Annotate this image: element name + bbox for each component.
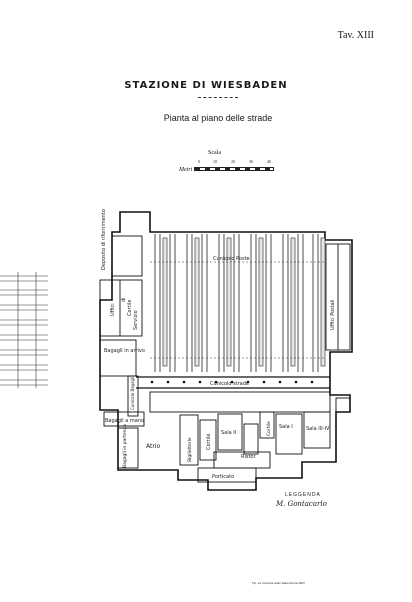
label-atrio: Atrio <box>146 443 160 450</box>
label-cortile-right: Cortile <box>266 421 272 436</box>
label-sala-i: Sala I <box>279 424 293 430</box>
margin-ruled-strip <box>0 272 48 388</box>
platforms <box>162 237 326 367</box>
plate-number: Tav. XIII <box>337 30 374 41</box>
scale-unit: Metri <box>179 167 193 173</box>
head-building-rooms <box>149 391 331 483</box>
scale-bar <box>194 167 274 171</box>
scale-tick: 10 <box>213 159 217 164</box>
concourse-columns <box>150 380 314 384</box>
label-uffici-left: Uffici <box>110 303 116 316</box>
train-shed-tracks <box>154 234 319 372</box>
scale-tick: 20 <box>231 159 235 164</box>
left-wing-rooms <box>99 235 145 469</box>
label-bagagli-a-mano: Bagagli a mano <box>105 418 144 424</box>
legend-title: LEGGENDA <box>285 492 321 498</box>
label-sala-ii: Sala II <box>221 430 236 436</box>
label-biglietterie: Biglietterie <box>187 437 193 462</box>
label-deposito: Deposito di rifornimento <box>101 209 107 270</box>
label-sala-iii-iv: Sala III-IV <box>306 426 330 432</box>
right-wing-rooms <box>325 243 351 413</box>
cunicoli-dashed <box>150 261 325 359</box>
label-cunicolo-bagagli: Cunicolo Bagagli <box>130 377 135 410</box>
scale-label: Scala <box>208 150 221 156</box>
label-cortile-top: Cortile <box>127 300 133 316</box>
page-title: STAZIONE DI WIESBADEN <box>124 80 288 91</box>
label-uffici-postali: Uffici Postali <box>330 299 336 330</box>
label-ristor: Ristor. <box>241 454 257 460</box>
printer-footer: Tip. Lit. Ferrovie dello Stato Roma 1907 <box>252 581 305 585</box>
page-subtitle: Pianta al piano delle strade <box>163 113 273 123</box>
label-cortile-middle: Cortile <box>206 434 212 450</box>
scale-tick: 0 <box>198 159 200 164</box>
scale-tick: 30 <box>249 159 253 164</box>
label-cunicolo-strade: Cunicolo strade <box>210 381 249 387</box>
label-bagagli-in-arrivo: Bagagli in arrivo <box>104 348 145 354</box>
title-divider <box>198 97 238 98</box>
label-porticato: Porticato <box>212 474 234 480</box>
scale-tick: 40 <box>267 159 271 164</box>
label-servizio: Servizio <box>133 310 139 330</box>
legend-signature: M. Gontacarlo <box>276 500 327 508</box>
label-bagagli-in-partenza: Bagagli in partenza <box>122 424 128 468</box>
label-di: di <box>121 297 127 302</box>
label-cunicolo-poste: Cunicolo Poste <box>213 256 250 262</box>
